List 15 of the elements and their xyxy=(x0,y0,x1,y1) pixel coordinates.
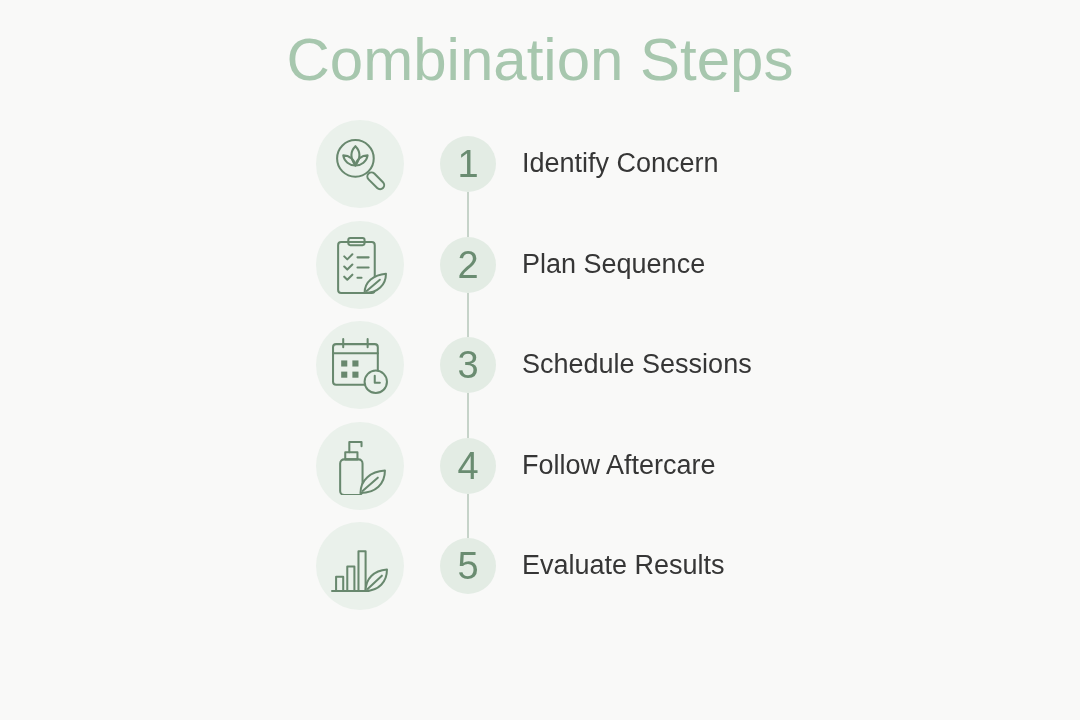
step-label: Schedule Sessions xyxy=(522,348,752,381)
step-number-circle: 3 xyxy=(440,337,496,393)
step-number-circle: 4 xyxy=(440,438,496,494)
step-number-circle: 1 xyxy=(440,136,496,192)
connector-line xyxy=(467,493,469,539)
connector-line xyxy=(467,292,469,338)
connector-line xyxy=(467,191,469,238)
step-label: Plan Sequence xyxy=(522,248,706,281)
step-label: Evaluate Results xyxy=(522,549,725,582)
connector-line xyxy=(467,392,469,439)
step-number-circle: 5 xyxy=(440,538,496,594)
step-label: Follow Aftercare xyxy=(522,449,716,482)
step-number-circle: 2 xyxy=(440,237,496,293)
step-label: Identify Concern xyxy=(522,147,719,180)
title: Combination Steps xyxy=(286,26,794,93)
